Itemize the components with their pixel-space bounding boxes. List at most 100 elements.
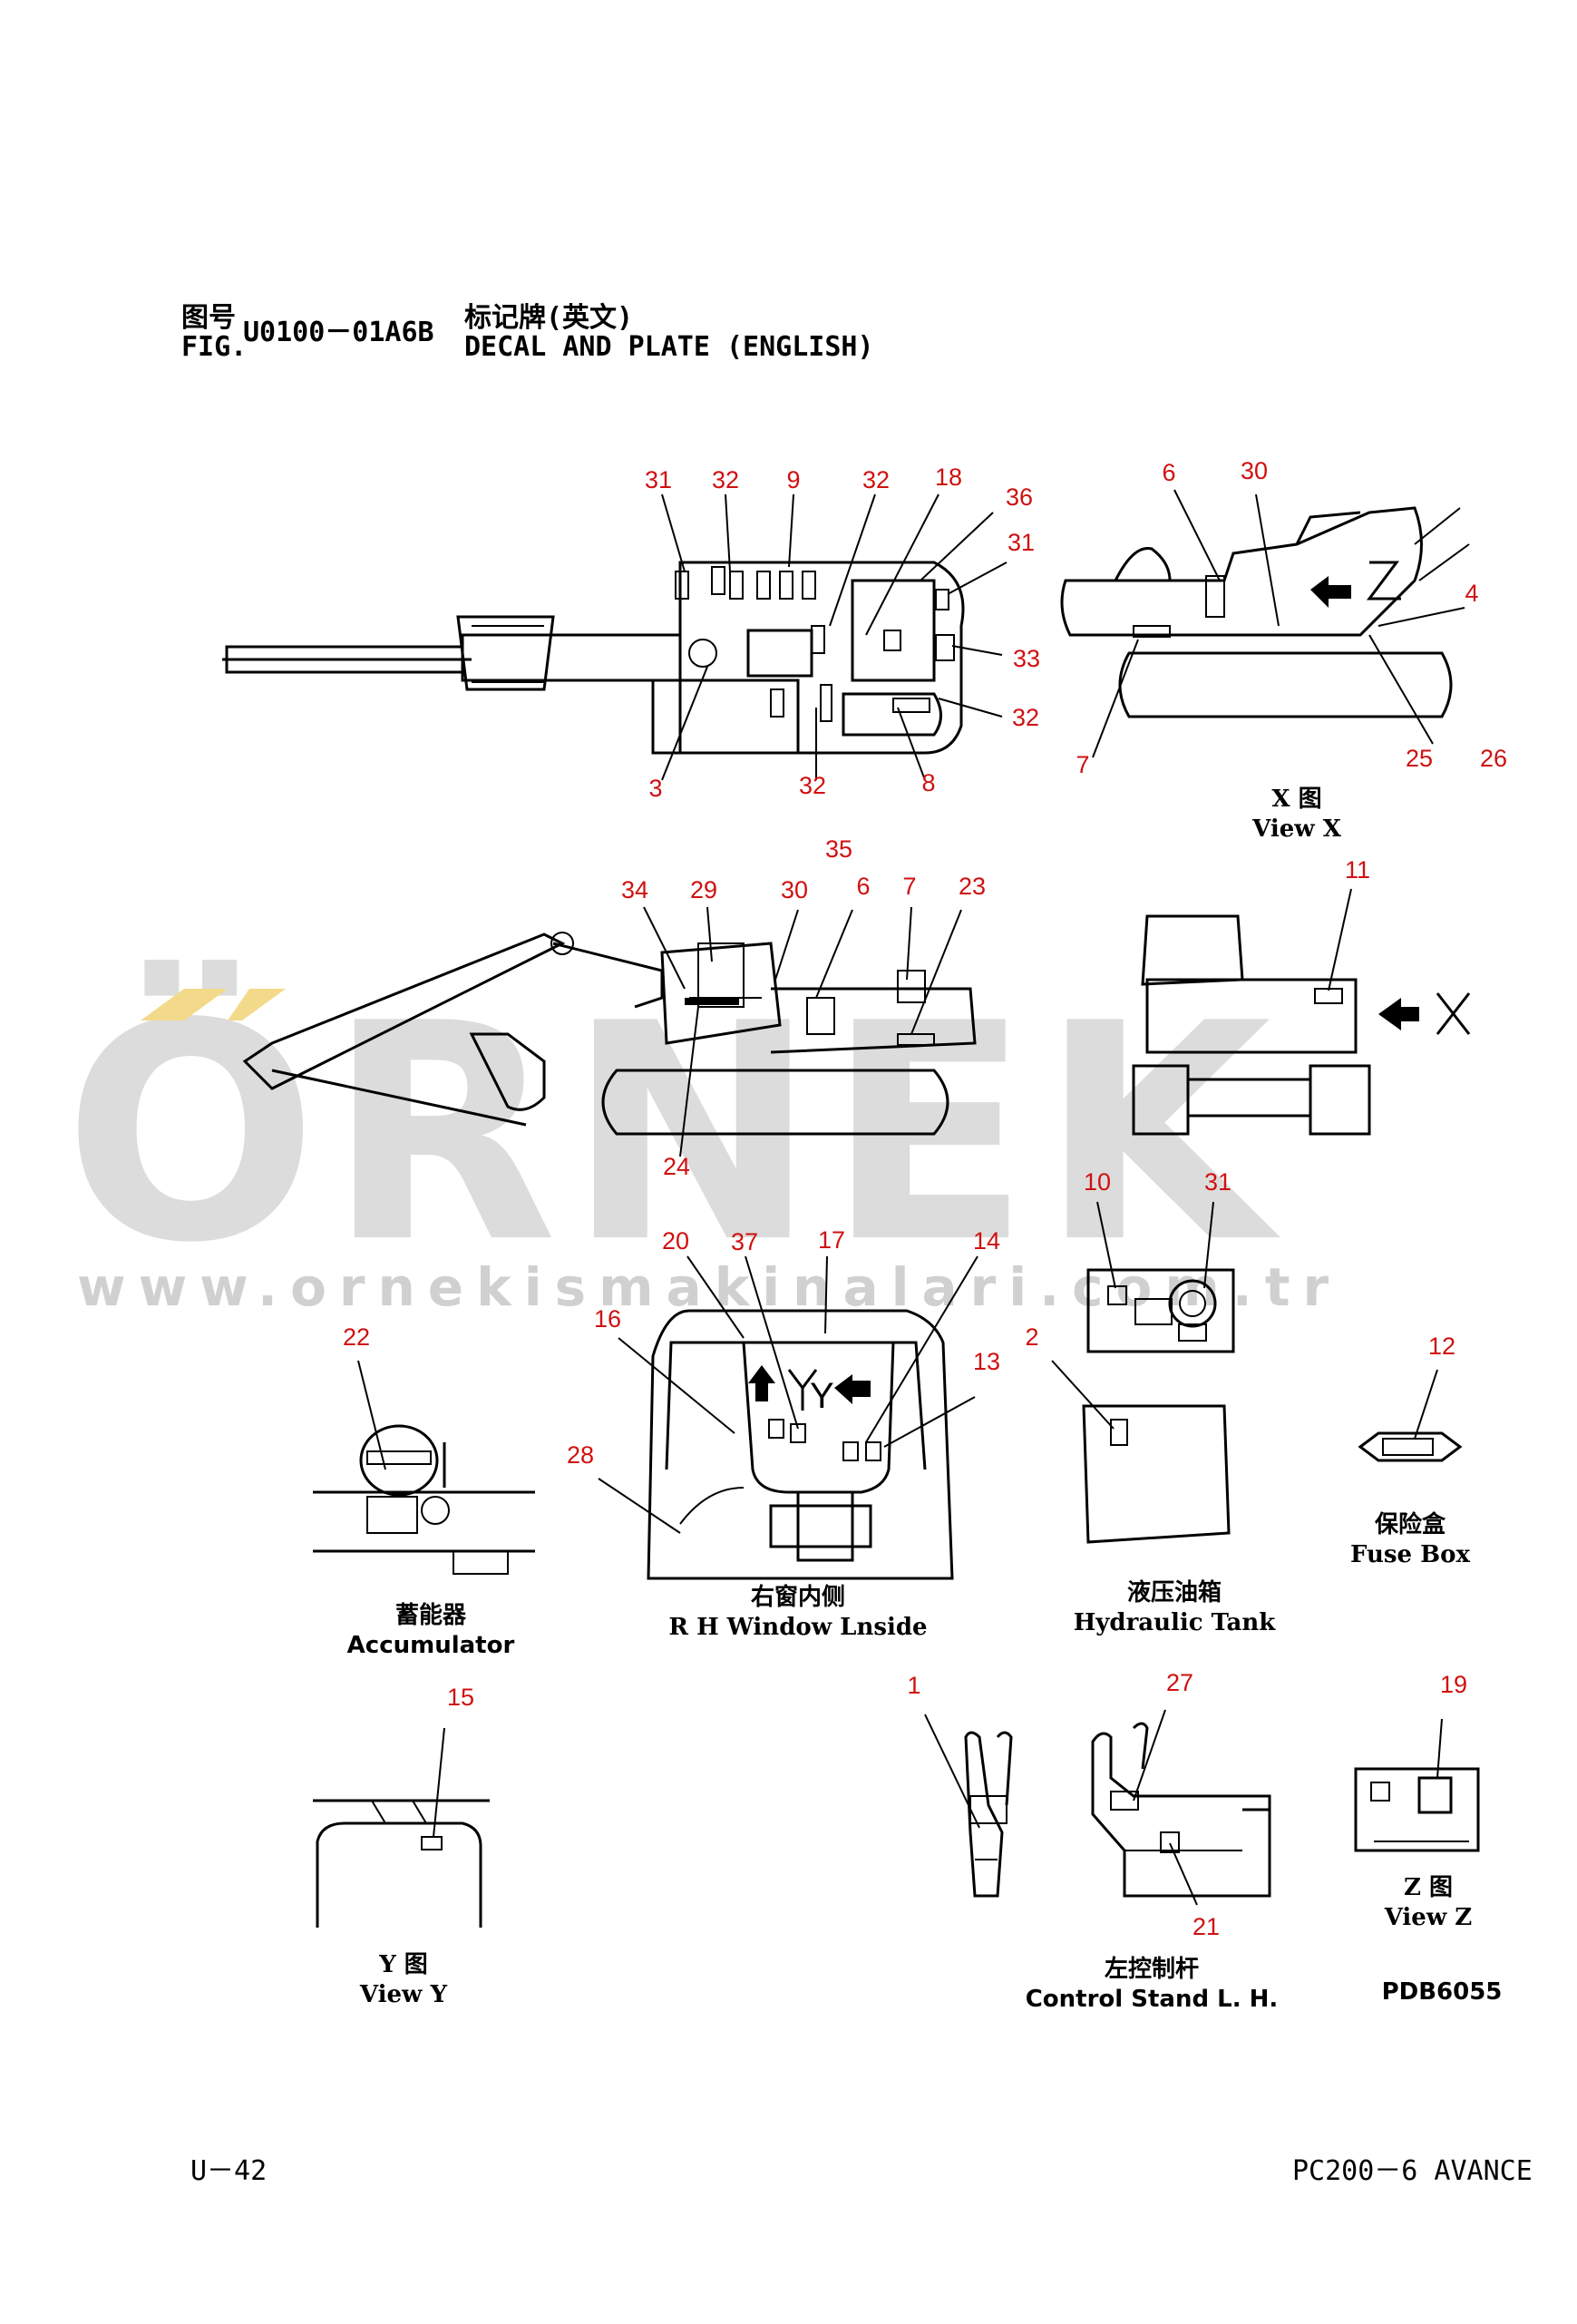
- callout-lever-2: 21: [1192, 1913, 1220, 1940]
- control-stand-en: Control Stand L. H.: [1025, 1985, 1279, 2013]
- top-view-drawing: [222, 561, 965, 755]
- view-x-drawing: [1060, 506, 1470, 718]
- view-y-en: View Y: [359, 1980, 448, 2008]
- callout-viewx-4: 25: [1406, 745, 1433, 772]
- view-y-caption: Y 图 View Y: [322, 1950, 485, 2009]
- hydraulic-tank-callouts: 2: [1025, 1323, 1038, 1351]
- callout-window-3: 14: [973, 1227, 1000, 1255]
- rh-window-caption: 右窗内侧 R H Window Lnside: [635, 1583, 961, 1642]
- callout-side-1: 34: [621, 876, 648, 903]
- callout-top-11: 3: [648, 775, 662, 802]
- drawing-number: PDB6055: [1381, 1978, 1503, 2006]
- callout-window-2: 17: [818, 1226, 845, 1254]
- control-stand-cn: 左控制杆: [1104, 1956, 1199, 1983]
- callout-lever-1: 27: [1166, 1669, 1193, 1696]
- top-view-leaders: [661, 493, 1008, 781]
- callout-viewx-5: 26: [1480, 745, 1507, 772]
- view-x-cn: X 图: [1271, 786, 1322, 813]
- callout-fuse-0: 12: [1428, 1333, 1455, 1360]
- fuse-box-caption: 保险盒 Fuse Box: [1333, 1510, 1487, 1569]
- accumulator-drawing: [313, 1424, 535, 1575]
- hydraulic-tank-en: Hydraulic Tank: [1073, 1608, 1276, 1636]
- hydraulic-tank-leaders: [1051, 1360, 1115, 1430]
- callout-accum-0: 22: [343, 1323, 370, 1351]
- callout-top-9: 8: [921, 769, 935, 796]
- control-stand-caption: 左控制杆 Control Stand L. H.: [1016, 1955, 1288, 2014]
- callout-tanktop-1: 31: [1204, 1168, 1231, 1196]
- accumulator-en: Accumulator: [346, 1631, 515, 1659]
- callout-side-5: 7: [902, 873, 916, 900]
- hydraulic-tank-caption: 液压油箱 Hydraulic Tank: [1066, 1578, 1283, 1637]
- view-x-en: View X: [1252, 815, 1341, 843]
- callout-top-1: 32: [712, 466, 739, 493]
- tank-top-drawing: [1086, 1268, 1235, 1353]
- callout-top-8: 32: [1012, 704, 1039, 731]
- tank-top-callouts: 10 31: [1084, 1168, 1231, 1196]
- title-cn: 标记牌(英文): [464, 302, 634, 334]
- callout-window-0: 20: [662, 1227, 689, 1255]
- callout-window-4: 16: [594, 1305, 621, 1333]
- callout-top-6: 31: [1008, 529, 1035, 556]
- view-y-cn: Y 图: [379, 1951, 428, 1978]
- side-view-leaders: [643, 906, 962, 1157]
- rh-window-cn: 右窗内侧: [750, 1584, 845, 1611]
- view-y-leaders: [433, 1727, 445, 1838]
- callout-viewx-0: 6: [1162, 459, 1175, 486]
- accumulator-caption: 蓄能器 Accumulator: [317, 1601, 544, 1660]
- lever-stand-drawing: [1091, 1722, 1271, 1898]
- callout-tanktop-0: 10: [1084, 1168, 1111, 1196]
- callout-top-10: 32: [799, 772, 826, 799]
- fuse-box-callouts: 12: [1428, 1333, 1455, 1360]
- callout-viewx-2: 4: [1465, 580, 1478, 607]
- side-view-drawing: [242, 932, 977, 1136]
- view-x-leaders: [1092, 489, 1465, 758]
- fuse-box-cn: 保险盒: [1374, 1511, 1446, 1538]
- tank-top-leaders: [1096, 1201, 1214, 1289]
- rh-window-en: R H Window Lnside: [668, 1613, 928, 1641]
- view-z-drawing: [1354, 1767, 1480, 1852]
- fuse-box-leaders: [1414, 1369, 1438, 1440]
- fig-label-cn: 图号: [181, 302, 236, 334]
- callout-side-6: 23: [959, 873, 986, 900]
- hydraulic-tank-drawing: [1082, 1404, 1231, 1544]
- fig-label-en: FIG.: [181, 331, 248, 363]
- view-x-caption: X 图 View X: [1206, 785, 1387, 844]
- accumulator-leaders: [357, 1360, 386, 1470]
- rh-window-drawing: [647, 1309, 954, 1580]
- lever-callouts: 1 27 21: [907, 1669, 1220, 1940]
- callout-side-4: 6: [856, 873, 870, 900]
- fuse-box-drawing: [1358, 1431, 1463, 1462]
- rear-view-drawing: [1132, 914, 1471, 1136]
- callout-side-7: 24: [663, 1153, 690, 1180]
- accumulator-callouts: 22: [343, 1323, 370, 1351]
- side-view-callouts: 35 34 29 30 6 7 23 24: [621, 835, 986, 1180]
- callout-top-7: 33: [1013, 645, 1040, 672]
- callout-lever-0: 1: [907, 1672, 920, 1699]
- view-y-callouts: 15: [447, 1684, 474, 1711]
- callout-side-3: 30: [781, 876, 808, 903]
- view-z-en: View Z: [1384, 1903, 1473, 1931]
- hydraulic-tank-cn: 液压油箱: [1126, 1579, 1222, 1606]
- rear-view-callouts: 11: [1345, 856, 1370, 884]
- view-z-callouts: 19: [1440, 1671, 1467, 1698]
- callout-top-2: 9: [786, 466, 800, 493]
- callout-viewx-3: 7: [1076, 751, 1089, 778]
- view-z-leaders: [1436, 1718, 1443, 1779]
- callout-side-0: 35: [825, 835, 852, 863]
- callout-viewz-0: 19: [1440, 1671, 1467, 1698]
- fig-code: U0100－01A6B: [243, 317, 434, 348]
- view-x-callouts: 6 30 4 7 25 26: [1076, 457, 1507, 778]
- callout-top-0: 31: [645, 466, 672, 493]
- page-number: U－42: [190, 2155, 268, 2187]
- callout-tank-0: 2: [1025, 1323, 1038, 1351]
- model-name: PC200－6 AVANCE: [1292, 2155, 1533, 2187]
- callout-side-2: 29: [690, 876, 717, 903]
- top-view-callouts: 31 32 9 32 18 36 31 33 32 8 32 3: [645, 464, 1040, 802]
- accumulator-cn: 蓄能器: [394, 1602, 466, 1629]
- rh-window-leaders: [598, 1255, 978, 1534]
- callout-viewx-1: 30: [1241, 457, 1268, 484]
- title-en: DECAL AND PLATE (ENGLISH): [464, 331, 874, 363]
- fuse-box-en: Fuse Box: [1350, 1540, 1470, 1568]
- rh-window-callouts: 20 37 17 14 16 13 28: [567, 1226, 1000, 1469]
